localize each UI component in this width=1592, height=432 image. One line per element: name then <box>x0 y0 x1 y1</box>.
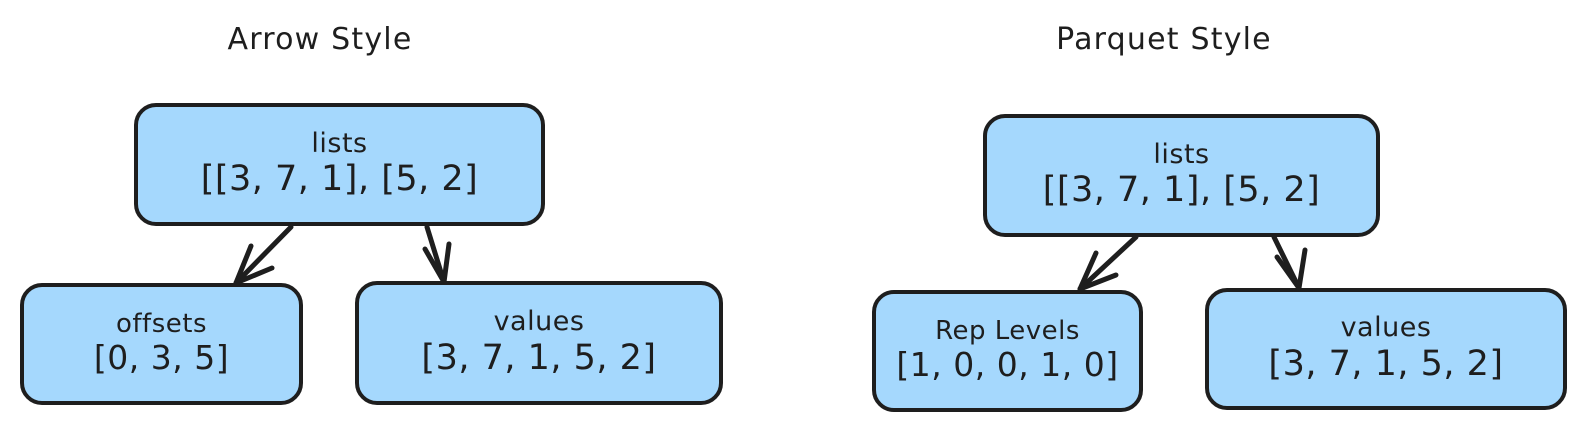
node-lists-arrow-value: [[3, 7, 1], [5, 2] <box>200 159 479 200</box>
node-values-parquet-value: [3, 7, 1, 5, 2] <box>1268 343 1504 384</box>
node-values-parquet-title: values <box>1340 312 1432 344</box>
node-rep-levels-value: [1, 0, 0, 1, 0] <box>896 345 1119 385</box>
panel-parquet-style: Parquet Style lists [[3, 7, 1], [5, 2] R… <box>796 0 1592 432</box>
node-rep-levels[interactable]: Rep Levels [1, 0, 0, 1, 0] <box>872 290 1143 412</box>
panel-title-parquet-style: Parquet Style <box>1056 22 1272 57</box>
node-lists-parquet[interactable]: lists [[3, 7, 1], [5, 2] <box>983 114 1380 237</box>
node-values-arrow-title: values <box>493 306 585 338</box>
node-values-arrow-value: [3, 7, 1, 5, 2] <box>421 337 657 378</box>
panel-arrow-style: Arrow Style lists [[3, 7, 1], [5, 2] off… <box>20 22 723 405</box>
node-lists-parquet-title: lists <box>1153 138 1210 170</box>
node-offsets-value: [0, 3, 5] <box>93 338 230 378</box>
node-values-arrow[interactable]: values [3, 7, 1, 5, 2] <box>355 281 723 405</box>
node-offsets[interactable]: offsets [0, 3, 5] <box>20 283 303 405</box>
node-values-parquet[interactable]: values [3, 7, 1, 5, 2] <box>1205 288 1567 410</box>
node-lists-parquet-value: [[3, 7, 1], [5, 2] <box>1042 170 1321 211</box>
panel-title-arrow-style: Arrow Style <box>227 22 413 57</box>
node-lists-arrow-title: lists <box>311 127 368 159</box>
node-lists-arrow[interactable]: lists [[3, 7, 1], [5, 2] <box>134 103 545 226</box>
node-rep-levels-title: Rep Levels <box>935 315 1080 346</box>
node-offsets-title: offsets <box>116 308 207 339</box>
